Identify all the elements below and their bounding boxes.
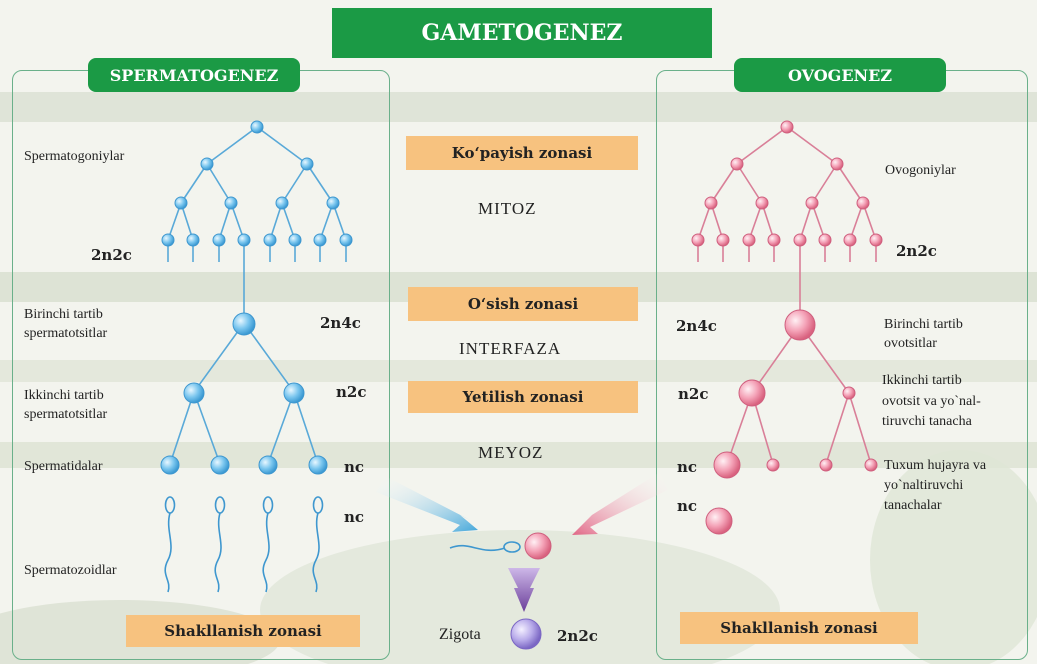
egg-arrow <box>572 472 668 535</box>
label-ikkinchi-ovo-1: Ikkinchi tartib <box>882 373 962 388</box>
label-ikkinchi-sperm-1: Ikkinchi tartib <box>24 388 104 403</box>
zygote-arrow <box>508 568 540 612</box>
label-ovogoniylar: Ovogoniylar <box>885 163 956 178</box>
left-chrom-2n2c: 2n2c <box>91 246 132 264</box>
label-spermatozoidlar: Spermatozoidlar <box>24 563 117 578</box>
zygote-cell <box>510 618 542 650</box>
label-tuxum-2: yo`naltiruvchi <box>884 478 964 493</box>
egg-cell <box>524 532 552 560</box>
right-chrom-n2c: n2c <box>678 385 709 403</box>
zone-osish: O‘sish zonasi <box>408 287 638 321</box>
page-title: GAMETOGENEZ <box>332 8 712 58</box>
ovogenesis-header: OVOGENEZ <box>734 58 946 92</box>
zigota-chrom: 2n2c <box>557 627 598 645</box>
label-spermatogoniylar: Spermatogoniylar <box>24 149 125 164</box>
right-chrom-2n2c: 2n2c <box>896 242 937 260</box>
label-tuxum-3: tanachalar <box>884 498 942 513</box>
process-meyoz: MEYOZ <box>478 443 544 462</box>
label-ikkinchi-ovo-3: tiruvchi tanacha <box>882 414 972 429</box>
label-zigota: Zigota <box>439 626 481 643</box>
zone-shakllanish-left: Shakllanish zonasi <box>126 615 360 647</box>
fertilizing-sperm <box>449 544 506 552</box>
label-ikkinchi-sperm-2: spermatotsitlar <box>24 407 108 422</box>
label-spermatidalar: Spermatidalar <box>24 459 103 474</box>
left-chrom-2n4c: 2n4c <box>320 314 361 332</box>
label-birinchi-sperm-2: spermatotsitlar <box>24 326 108 341</box>
zone-yetilish: Yetilish zonasi <box>408 381 638 413</box>
zone-kopayish: Ko‘payish zonasi <box>406 136 638 170</box>
spermatids <box>160 455 328 475</box>
egg-and-polar-bodies <box>705 451 878 535</box>
secondary-oocyte <box>738 379 856 407</box>
zone-shakllanish-right: Shakllanish zonasi <box>680 612 918 644</box>
process-mitoz: MITOZ <box>478 199 537 218</box>
right-chrom-nc-2: nc <box>677 497 698 515</box>
spermatozoa <box>164 496 324 593</box>
label-ikkinchi-ovo-2: ovotsit va yo`nal- <box>882 394 981 409</box>
left-chrom-n2c: n2c <box>336 383 367 401</box>
spermatogenesis-header: SPERMATOGENEZ <box>88 58 300 92</box>
label-tuxum-1: Tuxum hujayra va <box>884 458 987 473</box>
primary-oocyte <box>784 309 816 341</box>
label-birinchi-ovo-1: Birinchi tartib <box>884 317 963 332</box>
label-birinchi-ovo-2: ovotsitlar <box>884 336 937 351</box>
left-chrom-nc-2: nc <box>344 508 365 526</box>
label-birinchi-sperm-1: Birinchi tartib <box>24 307 103 322</box>
spermatogonia-cells <box>161 120 353 247</box>
right-chrom-nc-1: nc <box>677 458 698 476</box>
sperm-arrow <box>376 476 478 532</box>
right-chrom-2n4c: 2n4c <box>676 317 717 335</box>
secondary-spermatocytes <box>183 382 305 404</box>
process-interfaza: INTERFAZA <box>459 339 562 358</box>
oogonia-cells <box>691 120 883 247</box>
primary-spermatocyte <box>232 312 256 336</box>
left-chrom-nc-1: nc <box>344 458 365 476</box>
